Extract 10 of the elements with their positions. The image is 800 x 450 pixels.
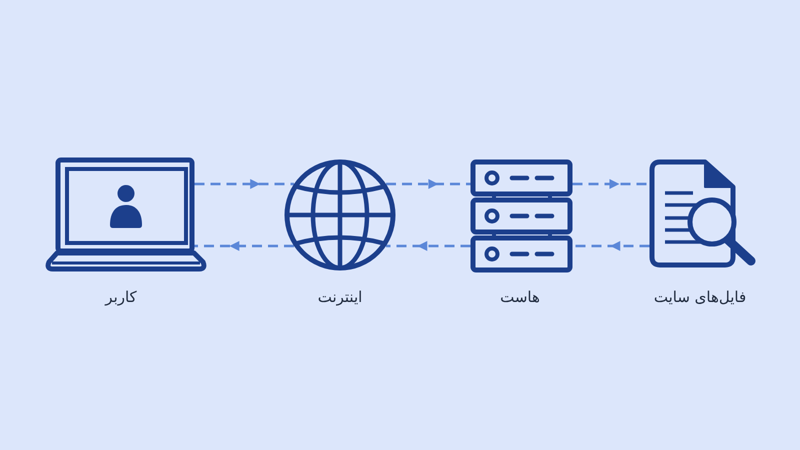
- dashed-arrow: [572, 241, 650, 251]
- dashed-arrow: [386, 179, 470, 189]
- node-label: هاست: [500, 287, 540, 307]
- node-label: اینترنت: [318, 287, 362, 307]
- dashed-arrow: [572, 179, 650, 189]
- dashed-arrow: [194, 241, 294, 251]
- dashed-arrow: [386, 241, 470, 251]
- node-label: کاربر: [105, 287, 137, 307]
- node-label: فایل‌های سایت: [654, 287, 746, 307]
- dashed-arrow: [194, 179, 294, 189]
